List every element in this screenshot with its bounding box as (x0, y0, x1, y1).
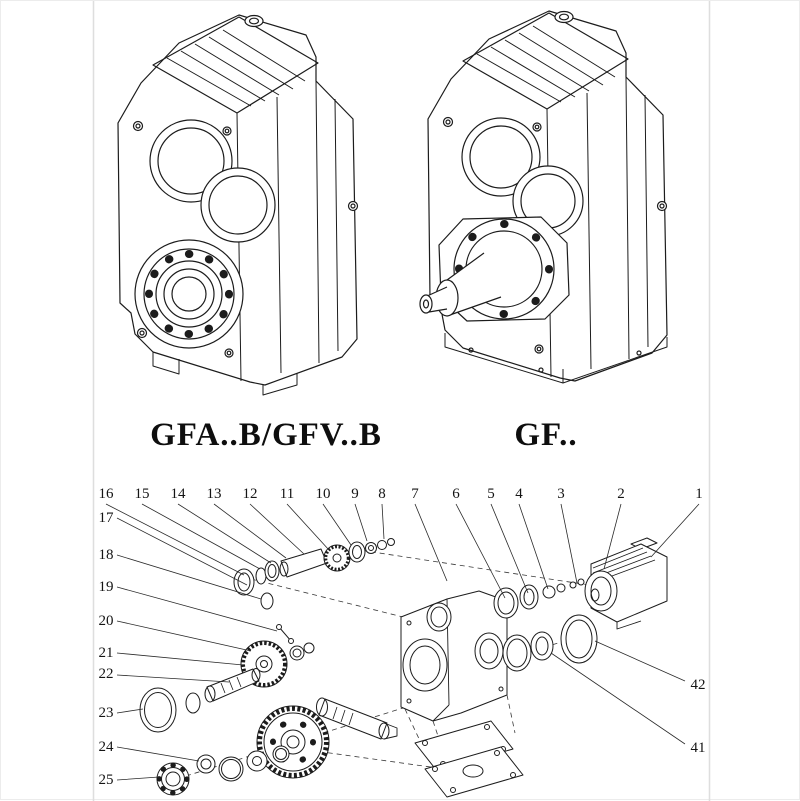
callout-20: 20 (99, 613, 114, 629)
callout-42: 42 (691, 677, 706, 693)
page-edge-lines (92, 1, 711, 801)
callout-12: 12 (243, 486, 258, 502)
callout-23: 23 (99, 705, 114, 721)
callout-5: 5 (487, 486, 495, 502)
input-shaft-parts (233, 538, 395, 596)
callout-4: 4 (515, 486, 523, 502)
callout-1: 1 (695, 486, 703, 502)
ball-bearing (156, 762, 190, 796)
callout-13: 13 (207, 486, 222, 502)
left-gearbox-drawing (117, 14, 359, 396)
callout-18: 18 (99, 547, 114, 563)
callout-7: 7 (411, 486, 419, 502)
callout-21: 21 (99, 645, 114, 661)
callout-9: 9 (351, 486, 359, 502)
right-gearbox-drawing (419, 10, 668, 384)
output-bearing (134, 239, 244, 349)
second-bore-circle (200, 167, 276, 243)
callout-11: 11 (280, 486, 294, 502)
callout-8: 8 (378, 486, 386, 502)
callout-25: 25 (99, 772, 114, 788)
model-label-gfab-gfvb: GFA..B/GFV..B (150, 417, 382, 453)
callout-3: 3 (557, 486, 565, 502)
output-gear-parts (156, 697, 398, 796)
leader-lines-left (116, 517, 278, 781)
callout-2: 2 (617, 486, 625, 502)
callout-14: 14 (171, 486, 187, 502)
callout-41: 41 (691, 740, 706, 756)
leader-lines-top (105, 503, 700, 599)
exploded-view-drawing: 16 15 14 13 12 11 10 9 8 7 6 5 4 3 2 1 1… (99, 486, 706, 798)
gear-housing (400, 590, 508, 722)
callout-6: 6 (452, 486, 460, 502)
model-label-gf: GF.. (514, 417, 578, 453)
callout-24: 24 (99, 739, 115, 755)
input-side-rings (493, 578, 598, 672)
callout-19: 19 (99, 579, 114, 595)
callout-10: 10 (316, 486, 331, 502)
callout-15: 15 (135, 486, 150, 502)
intermediate-gear-parts (139, 592, 315, 733)
gasket-and-cover (404, 694, 524, 798)
callout-22: 22 (99, 666, 114, 682)
output-shaft (419, 252, 502, 317)
callout-17: 17 (99, 510, 115, 526)
callout-16: 16 (99, 486, 115, 502)
leader-lines-right (550, 640, 686, 745)
motor-adapter (584, 537, 668, 630)
callout-numbers: 16 15 14 13 12 11 10 9 8 7 6 5 4 3 2 1 1… (99, 486, 706, 788)
